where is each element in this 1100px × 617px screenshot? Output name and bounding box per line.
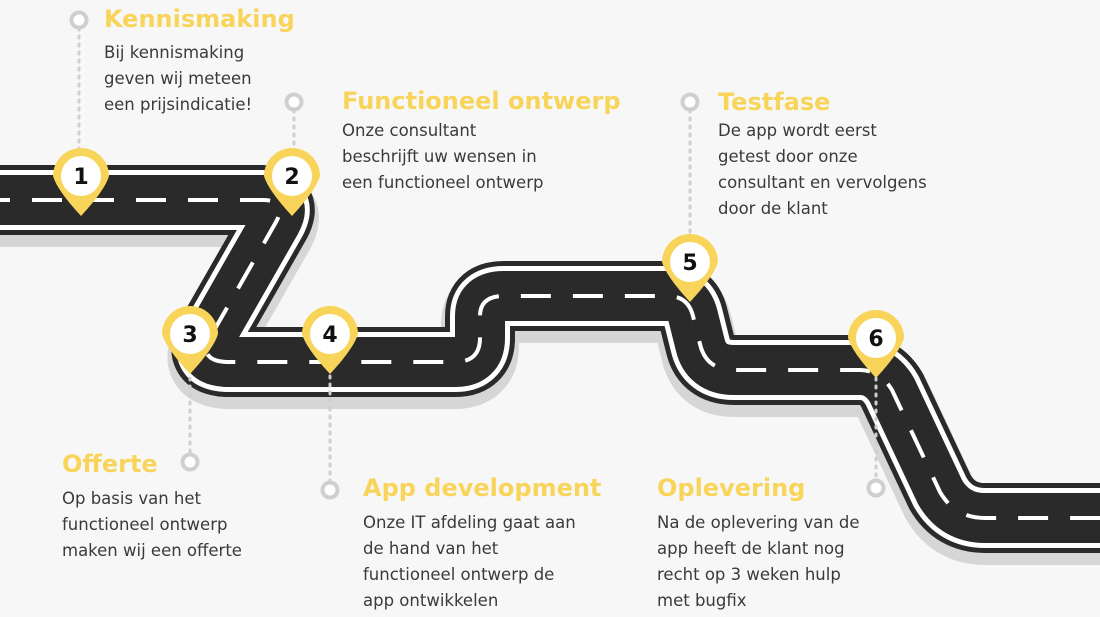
step-1-pin: 1 <box>53 148 109 216</box>
step-6-pin: 6 <box>848 310 904 378</box>
step-5-number: 5 <box>682 251 697 276</box>
step-3-description: Op basis van het functioneel ontwerp mak… <box>62 489 242 560</box>
step-5-pin: 5 <box>662 234 718 302</box>
pins: 1 2 3 4 5 6 <box>53 148 904 378</box>
road-lane-markings <box>0 198 1100 520</box>
step-6-connector-ring <box>866 478 886 498</box>
step-1-title: Kennismaking <box>104 5 295 33</box>
step-1-description: Bij kennismaking geven wij meteen een pr… <box>104 43 253 114</box>
step-2-pin: 2 <box>264 148 320 216</box>
step-6-number: 6 <box>868 327 883 352</box>
step-4-title: App development <box>363 474 602 502</box>
road-surface <box>0 175 1100 543</box>
map-pin-inner-circle <box>61 156 101 196</box>
step-5-description: De app wordt eerst getest door onze cons… <box>718 121 927 218</box>
step-1-number: 1 <box>73 165 88 190</box>
step-6-title: Oplevering <box>657 474 806 502</box>
map-pin-inner-circle <box>856 318 896 358</box>
map-pin-inner-circle <box>170 314 210 354</box>
step-4-description: Onze IT afdeling gaat aan de hand van he… <box>363 513 576 610</box>
step-2-connector-ring <box>284 92 304 112</box>
step-5-connector-ring <box>680 92 700 112</box>
step-4-pin: 4 <box>302 306 358 374</box>
step-5-title: Testfase <box>718 88 831 116</box>
step-1-connector-ring <box>69 10 89 30</box>
map-pin-inner-circle <box>670 242 710 282</box>
step-3-title: Offerte <box>62 450 158 478</box>
step-2-title: Functioneel ontwerp <box>342 87 621 115</box>
step-3-number: 3 <box>182 323 197 348</box>
map-pin-inner-circle <box>310 314 350 354</box>
step-2-description: Onze consultant beschrijft uw wensen in … <box>342 121 544 192</box>
step-3-connector-ring <box>180 452 200 472</box>
connectors <box>69 10 886 500</box>
step-2-number: 2 <box>284 165 299 190</box>
step-4-connector-ring <box>320 480 340 500</box>
step-3-pin: 3 <box>162 306 218 374</box>
map-pin-inner-circle <box>272 156 312 196</box>
step-4-number: 4 <box>322 323 337 348</box>
step-6-description: Na de oplevering van de app heeft de kla… <box>657 513 860 610</box>
